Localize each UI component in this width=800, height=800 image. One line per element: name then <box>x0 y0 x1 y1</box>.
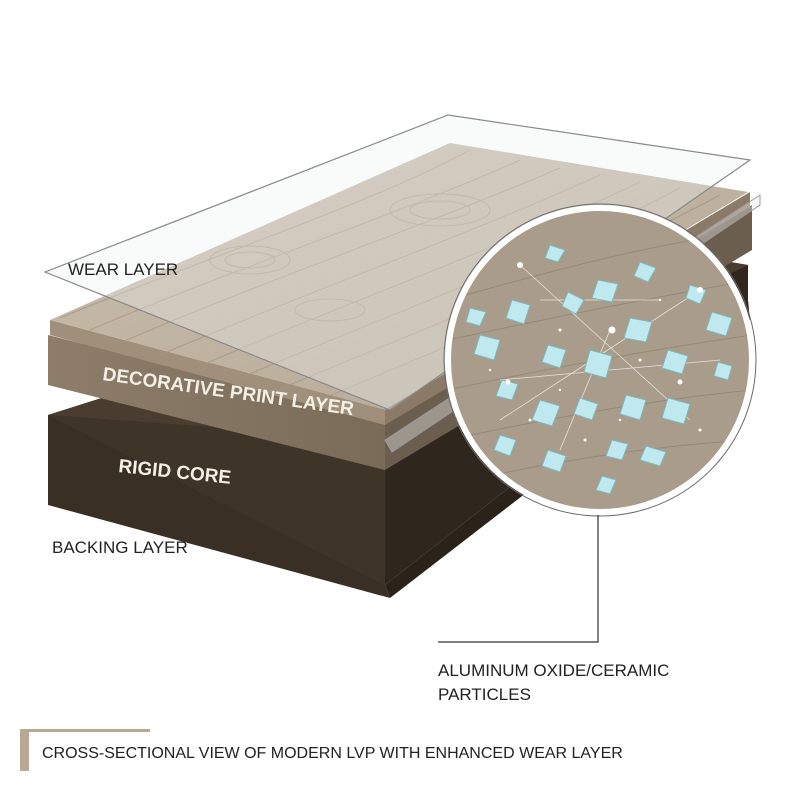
particles-label-line2: PARTICLES <box>438 685 531 704</box>
caption-text: CROSS-SECTIONAL VIEW OF MODERN LVP WITH … <box>42 745 623 762</box>
particles-magnifier <box>443 203 757 517</box>
caption-bar-left <box>20 729 29 771</box>
caption-block: CROSS-SECTIONAL VIEW OF MODERN LVP WITH … <box>20 729 623 771</box>
caption-bar-top <box>20 729 150 732</box>
backing-layer-label: BACKING LAYER <box>52 538 188 557</box>
wear-layer-label: WEAR LAYER <box>68 260 178 279</box>
crystal-icon <box>465 244 733 495</box>
particles-leader-line <box>438 515 599 643</box>
particles-label-line1: ALUMINUM OXIDE/CERAMIC <box>438 661 669 680</box>
